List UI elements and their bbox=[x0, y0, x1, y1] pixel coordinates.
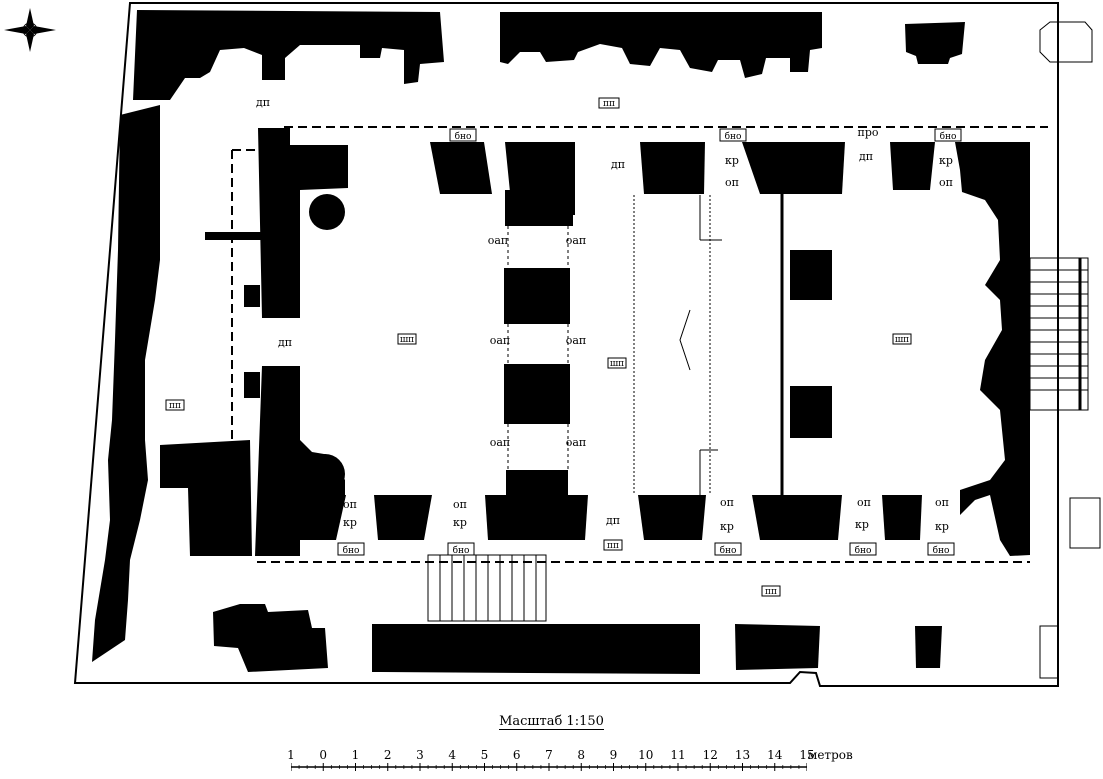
label-pro: про bbox=[858, 126, 879, 139]
scale-tick-label: 1 bbox=[287, 748, 295, 762]
label-kr-8: кр bbox=[935, 520, 949, 533]
label-dp-south: дп bbox=[606, 514, 620, 527]
label-sh-west: шп bbox=[400, 335, 414, 345]
scale-unit: метров bbox=[808, 748, 853, 762]
label-op-1: оп bbox=[454, 176, 468, 189]
label-op-8: оп bbox=[935, 496, 949, 509]
compass-rose-icon bbox=[4, 8, 56, 52]
scale-tick-label: 8 bbox=[577, 748, 586, 762]
label-op-4: оп bbox=[343, 498, 357, 511]
scale-title: Масштаб 1:150 bbox=[499, 714, 604, 730]
label-oap-5: оап bbox=[490, 436, 511, 449]
boxed-labels: пп бно бно бно бно бно бно бно бно шп шп… bbox=[165, 97, 962, 597]
label-oap-1: оап bbox=[488, 234, 509, 247]
label-oap-3: оап bbox=[490, 334, 511, 347]
scale-tick-label: 6 bbox=[512, 748, 521, 762]
label-kr-5: кр bbox=[453, 516, 467, 529]
label-bno-8: бно bbox=[933, 545, 950, 556]
label-bno-6: бно bbox=[720, 545, 737, 556]
scale-tick-label: 1 bbox=[351, 748, 360, 762]
surrounding-buildings bbox=[92, 10, 965, 674]
label-bno-7: бно bbox=[855, 545, 872, 556]
label-dp-ne: дп bbox=[859, 150, 873, 163]
scale-tick-label: 0 bbox=[319, 748, 328, 762]
label-kr-4: кр bbox=[343, 516, 357, 529]
room-labels: дп дп дп про дп дп кр кр кр оп оп оп оап… bbox=[256, 96, 953, 533]
scale-tick-label: 12 bbox=[702, 748, 718, 762]
scale-tick-label: 11 bbox=[670, 748, 686, 762]
scale-tick-label: 4 bbox=[448, 748, 457, 762]
label-oap-2: оап bbox=[566, 234, 587, 247]
scale-tick-label: 2 bbox=[383, 748, 392, 762]
label-pp-north: пп bbox=[603, 99, 615, 109]
label-bno-1: бно bbox=[455, 131, 472, 142]
church-walls bbox=[205, 128, 1030, 556]
scale-tick-label: 13 bbox=[734, 748, 751, 762]
scale-tick-label: 5 bbox=[480, 748, 489, 762]
label-pp-south: пп bbox=[765, 587, 777, 597]
label-oap-4: оап bbox=[566, 334, 587, 347]
label-bno-2: бно bbox=[725, 131, 742, 142]
label-pp-west: пп bbox=[169, 401, 181, 411]
dashed-perimeter bbox=[231, 126, 1048, 563]
label-sh-center: шп bbox=[610, 359, 624, 369]
scale-tick-label: 9 bbox=[609, 748, 618, 762]
label-bno-3: бно bbox=[940, 131, 957, 142]
scale-tick-label: 7 bbox=[545, 748, 553, 762]
label-kr-7: кр bbox=[855, 518, 869, 531]
label-pp-door: пп bbox=[607, 541, 619, 551]
scale-tick-label: 3 bbox=[416, 748, 424, 762]
label-sh-east: шп bbox=[895, 335, 909, 345]
label-op-3: оп bbox=[939, 176, 953, 189]
label-bno-4: бно bbox=[343, 545, 360, 556]
label-kr-6: кр bbox=[720, 520, 734, 533]
label-dp-nw: дп bbox=[256, 96, 270, 109]
scale-tick-label: 14 bbox=[767, 748, 783, 762]
label-oap-6: оап bbox=[566, 436, 587, 449]
label-kr-1: кр bbox=[454, 154, 468, 167]
label-bno-5: бно bbox=[453, 545, 470, 556]
label-op-7: оп bbox=[857, 496, 871, 509]
label-op-6: оп bbox=[720, 496, 734, 509]
site-boundary bbox=[73, 2, 1059, 687]
label-op-2: оп bbox=[725, 176, 739, 189]
label-kr-2: кр bbox=[725, 154, 739, 167]
label-kr-3: кр bbox=[939, 154, 953, 167]
corner-towers bbox=[305, 194, 345, 494]
east-stairs bbox=[1029, 257, 1089, 411]
south-stairs bbox=[427, 554, 547, 622]
scale-bar bbox=[291, 763, 807, 771]
interior-lines bbox=[507, 190, 784, 500]
label-dp-west: дп bbox=[278, 336, 292, 349]
label-op-5: оп bbox=[453, 498, 467, 511]
scale-tick-label: 10 bbox=[638, 748, 654, 762]
label-dp-north: дп bbox=[611, 158, 625, 171]
scale-tick-label: 15 bbox=[799, 748, 815, 762]
corner-structure bbox=[1039, 21, 1101, 679]
